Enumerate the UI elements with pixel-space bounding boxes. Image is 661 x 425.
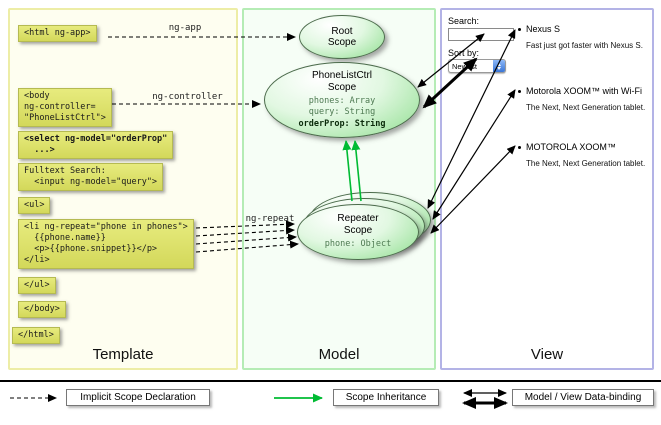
arrow-up-icon (497, 62, 501, 66)
ng-repeat-label: ng-repeat (245, 214, 295, 224)
repeater-scope-ellipse-front: Repeater Scope phone: Object (297, 204, 419, 260)
bullet-icon (518, 27, 521, 31)
code-fulltext-search: Fulltext Search: <input ng-model="query"… (18, 163, 164, 192)
search-input[interactable] (448, 28, 514, 41)
code-li-ng-repeat: <li ng-repeat="phone in phones"> {{phone… (18, 219, 194, 270)
phone-item-snippet: Fast just got faster with Nexus S. (526, 41, 643, 50)
root-scope-ellipse: Root Scope (299, 15, 385, 59)
phone-item-title: Motorola XOOM™ with Wi-Fi (526, 86, 643, 96)
code-select-ng-model: <select ng-model="orderProp" ...> (18, 131, 174, 160)
code-body-close: </body> (18, 301, 66, 319)
dropdown-arrows-icon (493, 60, 505, 72)
phone-item-snippet: The Next, Next Generation tablet. (526, 103, 646, 112)
legend-implicit-scope: Implicit Scope Declaration (66, 389, 210, 406)
phonelistctrl-scope-title: PhoneListCtrl Scope (311, 70, 373, 93)
bullet-icon (518, 89, 521, 93)
sort-by-label: Sort by: (448, 48, 480, 58)
template-panel-label: Template (92, 346, 154, 363)
view-panel-label: View (530, 346, 564, 363)
code-html-ng-app: <html ng-app> (18, 25, 97, 43)
phone-item-title: Nexus S (526, 24, 561, 34)
sort-select[interactable]: Newest (448, 59, 506, 73)
code-ul-close: </ul> (18, 277, 56, 295)
code-ul-open: <ul> (18, 197, 51, 215)
legend-scope-inheritance: Scope Inheritance (333, 389, 439, 406)
prop-query: query: String (308, 107, 376, 118)
ng-controller-label: ng-controller (152, 92, 223, 102)
root-scope-title: Root Scope (327, 25, 357, 49)
phone-item-snippet: The Next, Next Generation tablet. (526, 159, 646, 168)
repeater-scope-title: Repeater Scope (337, 213, 379, 236)
prop-phone: phone: Object (324, 239, 392, 250)
phone-list-item: MOTOROLA XOOM™ The Next, Next Generation… (518, 142, 645, 168)
phone-list-item: Nexus S Fast just got faster with Nexus … (518, 24, 643, 50)
phonelistctrl-scope-props: phones: Array query: String orderProp: S… (299, 96, 386, 129)
prop-phones: phones: Array (308, 96, 376, 107)
repeater-scope-props: phone: Object (325, 239, 392, 250)
phone-item-title: MOTOROLA XOOM™ (526, 142, 616, 152)
arrow-down-icon (497, 66, 501, 70)
phone-list-item: Motorola XOOM™ with Wi-Fi The Next, Next… (518, 86, 645, 112)
model-panel-label: Model (318, 346, 360, 363)
phonelistctrl-scope-ellipse: PhoneListCtrl Scope phones: Array query:… (264, 62, 420, 138)
code-html-close: </html> (12, 327, 60, 345)
bullet-icon (518, 145, 521, 149)
prop-orderprop: orderProp: String (298, 118, 386, 129)
ng-app-label: ng-app (168, 23, 202, 33)
legend-separator (0, 380, 661, 382)
sort-select-value: Newest (452, 61, 478, 71)
search-label: Search: (448, 16, 480, 26)
model-panel: Model (242, 8, 436, 370)
legend-data-binding: Model / View Data-binding (512, 389, 654, 406)
code-body-ng-controller: <body ng-controller= "PhoneListCtrl"> (18, 88, 112, 128)
